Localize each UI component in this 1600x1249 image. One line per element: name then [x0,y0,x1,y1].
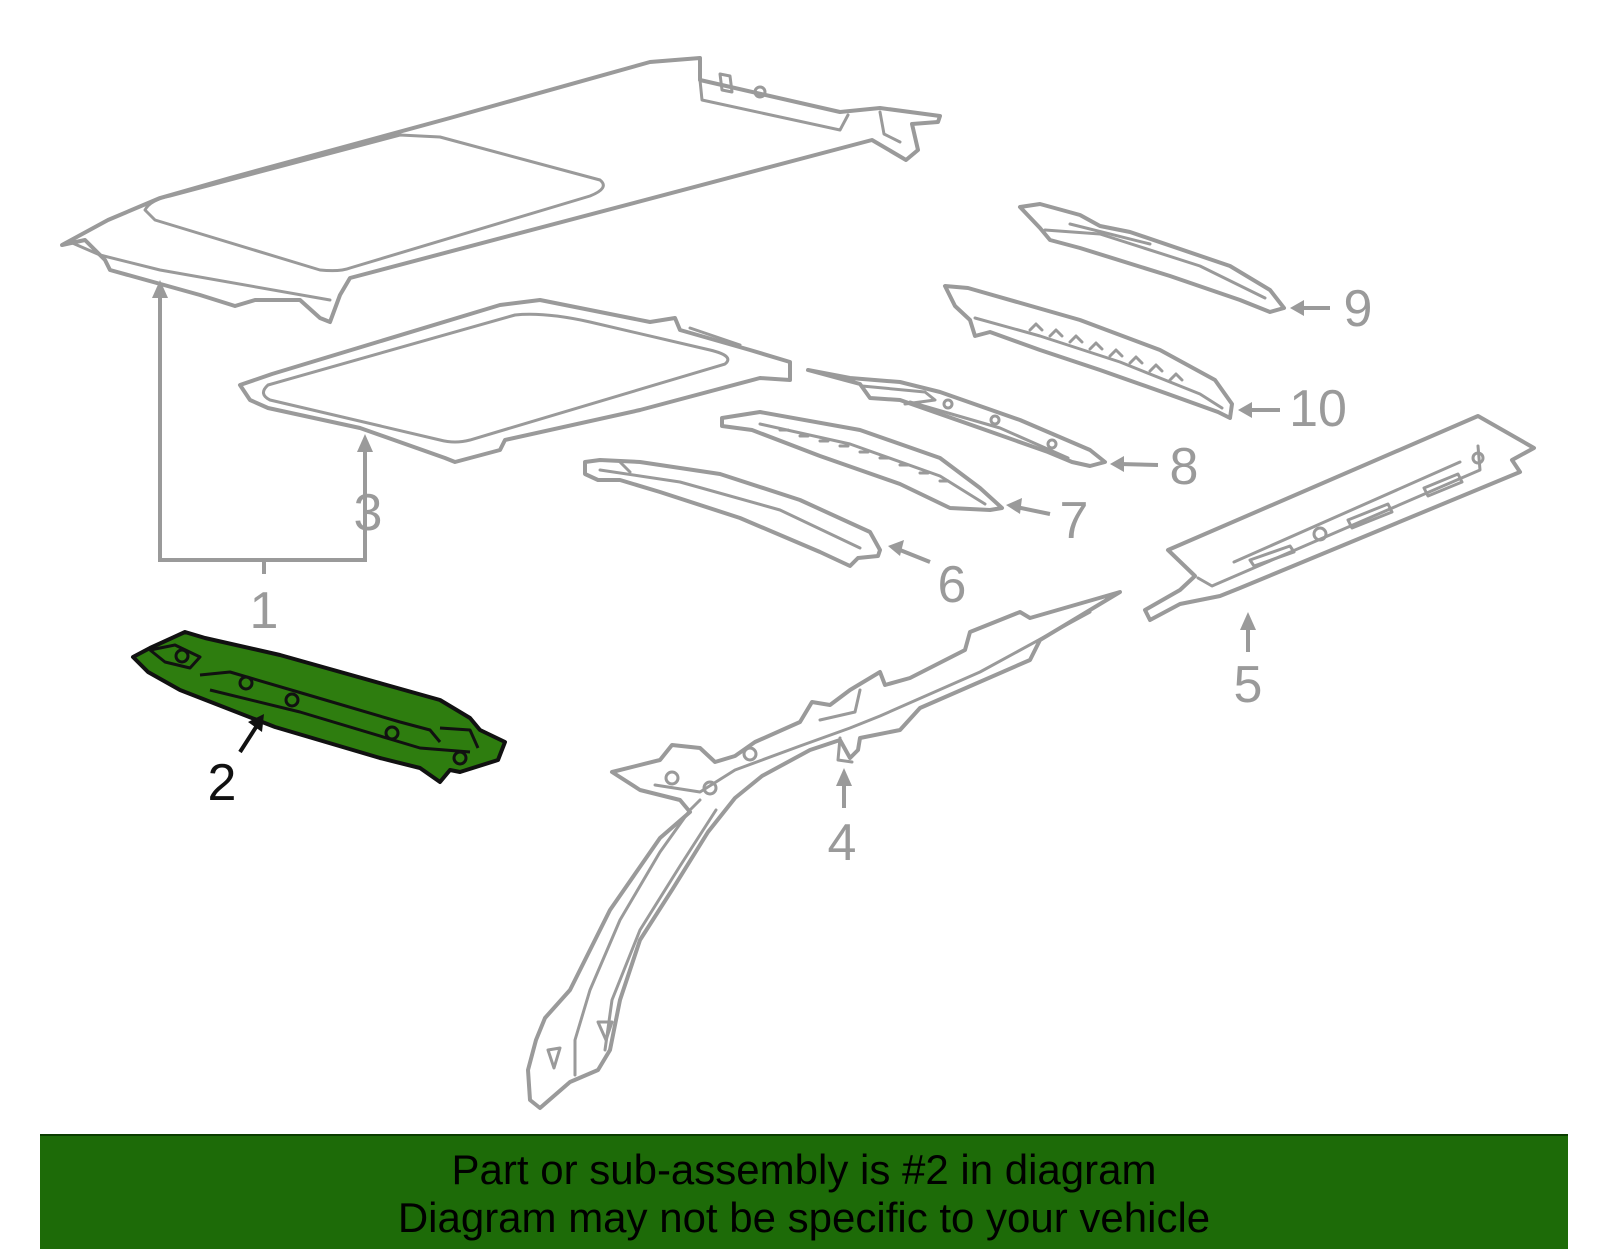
part-10-roof-bow [943,284,1234,420]
callout-4: 4 [828,814,857,872]
banner-line-disclaimer: Diagram may not be specific to your vehi… [397,1194,1211,1241]
arrowhead-8 [1110,456,1124,472]
arrowhead-4 [836,768,852,786]
callout-2: 2 [208,754,237,812]
callout-6: 6 [938,556,967,614]
leader-lines [152,280,1330,808]
leader-2 [238,722,260,754]
part-5-side-rail [1143,414,1536,622]
callout-5: 5 [1234,656,1263,714]
callout-8: 8 [1170,438,1199,496]
banner-line-part-number: Part or sub-assembly is #2 in diagram [451,1146,1157,1193]
arrowhead-10 [1238,402,1252,418]
arrowhead-5 [1240,612,1256,630]
leader-6 [899,548,931,564]
info-banner: Part or sub-assembly is #2 in diagram Di… [40,1134,1568,1249]
part-2-front-header [131,630,507,784]
callout-labels: 1 2 3 4 5 6 7 8 9 10 [208,280,1373,872]
arrowhead-6 [888,540,904,556]
part-3-sunroof-frame [238,298,792,464]
part-4-side-frame [526,590,1122,1110]
leader-bracket-1 [158,290,367,562]
callout-1: 1 [250,582,279,640]
callout-3: 3 [354,484,383,542]
part-9-roof-bow [1018,202,1286,314]
part-8-roof-bow [806,368,1107,468]
part-1-roof-panel [60,56,942,324]
callout-9: 9 [1344,280,1373,338]
leader-7 [1015,505,1051,516]
arrowhead-7 [1006,498,1022,514]
callout-7: 7 [1060,492,1089,550]
part-6-roof-bow [583,458,882,568]
leader-8 [1119,462,1159,467]
arrowhead-1 [152,280,168,298]
arrowhead-9 [1290,300,1304,316]
callout-10: 10 [1289,380,1347,438]
arrowhead-3 [357,434,373,452]
arrowhead-2 [248,714,264,732]
part-7-roof-bow [720,410,1004,512]
